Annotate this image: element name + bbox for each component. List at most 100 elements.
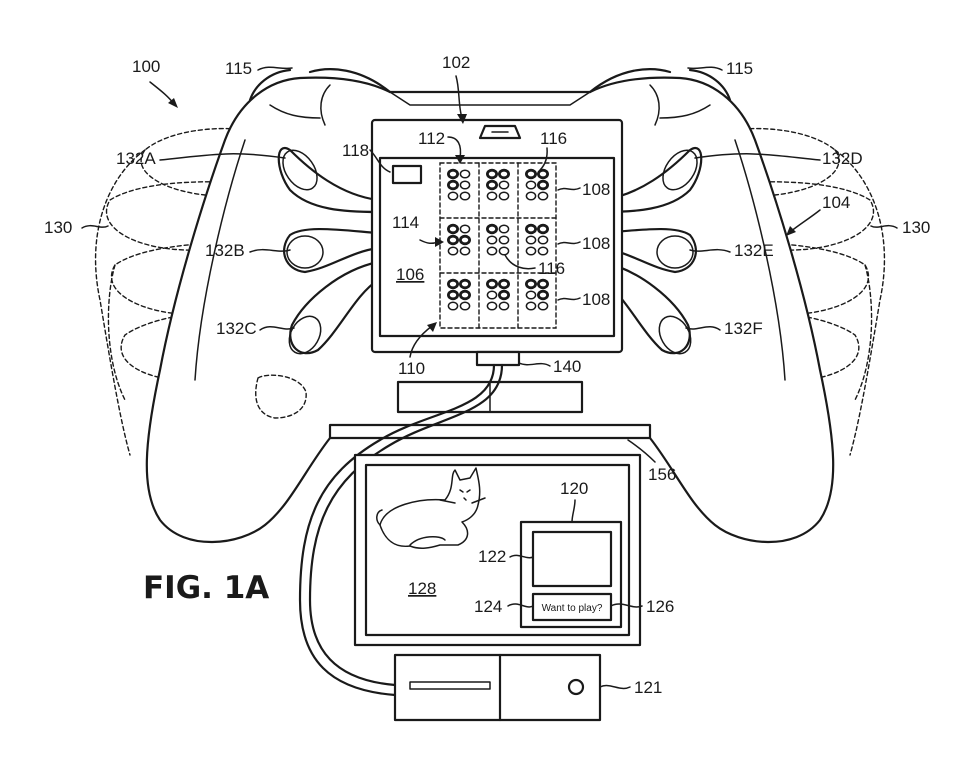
braille-dot — [486, 301, 498, 311]
popup-120 — [519, 520, 623, 629]
braille-dot — [497, 278, 510, 290]
game-console — [393, 653, 602, 722]
label-132A: 132A — [116, 149, 156, 168]
braille-dot — [498, 235, 510, 245]
label-132E: 132E — [734, 241, 774, 260]
label-100: 100 — [132, 57, 160, 76]
braille-dot — [446, 289, 459, 301]
braille-dot — [459, 224, 471, 234]
label-132C: 132C — [216, 319, 257, 338]
tv-screen — [364, 463, 631, 637]
label-114: 114 — [392, 213, 419, 232]
braille-dot — [459, 169, 471, 179]
label-132D: 132D — [822, 149, 863, 168]
braille-dot — [537, 246, 549, 256]
braille-dot — [525, 223, 538, 235]
braille-dot — [537, 301, 549, 311]
paddle-132A — [277, 146, 380, 214]
leader-lines — [81, 66, 898, 690]
braille-dot — [446, 223, 459, 235]
tv-frame — [353, 453, 642, 647]
braille-dot — [498, 246, 510, 256]
braille-cell — [525, 278, 550, 311]
label-108-bottom: 108 — [582, 290, 610, 309]
braille-dot — [525, 235, 537, 245]
braille-dot — [537, 289, 550, 301]
label-108-middle: 108 — [582, 234, 610, 253]
braille-dot — [486, 290, 498, 300]
braille-device — [370, 118, 624, 367]
braille-dot — [525, 180, 537, 190]
braille-cells — [446, 168, 550, 311]
braille-dot — [459, 180, 471, 190]
braille-region — [439, 162, 557, 329]
label-102: 102 — [442, 53, 470, 72]
braille-dot — [498, 224, 510, 234]
braille-cell — [485, 168, 510, 201]
braille-dot — [485, 179, 498, 191]
braille-cell — [485, 223, 510, 256]
braille-dot — [446, 278, 459, 290]
label-126: 126 — [646, 597, 674, 616]
braille-dot — [537, 235, 549, 245]
cat-image — [376, 467, 486, 549]
braille-dot — [537, 278, 550, 290]
label-130-right: 130 — [902, 218, 930, 237]
braille-cell — [446, 168, 471, 201]
label-116-middle: 116 — [538, 259, 565, 278]
braille-dot — [459, 191, 471, 201]
labels: 100 115 115 102 132A 132D 130 130 104 13… — [44, 53, 930, 697]
braille-dot — [525, 290, 537, 300]
braille-cell — [446, 278, 471, 311]
paddle-132F — [600, 260, 691, 355]
braille-dot — [497, 168, 510, 180]
braille-dot — [537, 179, 550, 191]
label-115-left: 115 — [225, 59, 252, 78]
braille-dot — [486, 191, 498, 201]
braille-dot — [498, 180, 510, 190]
label-156: 156 — [648, 465, 676, 484]
label-122: 122 — [478, 547, 506, 566]
label-116-top: 116 — [540, 129, 567, 148]
label-115-right: 115 — [726, 59, 753, 78]
braille-dot — [485, 223, 498, 235]
paddle-132E — [600, 228, 697, 274]
text-box-124 — [531, 592, 613, 622]
braille-dot — [446, 168, 459, 180]
braille-dot — [537, 223, 550, 235]
label-121: 121 — [634, 678, 662, 697]
label-104: 104 — [822, 193, 850, 212]
connector-140 — [475, 350, 521, 367]
label-110: 110 — [398, 359, 425, 378]
braille-dot — [447, 246, 459, 256]
paddles — [277, 146, 703, 355]
braille-dot — [497, 289, 510, 301]
label-108-top: 108 — [582, 180, 610, 199]
braille-cell — [446, 223, 471, 256]
braille-dot — [525, 246, 537, 256]
console-body — [393, 653, 602, 722]
braille-dot — [446, 234, 459, 246]
label-106: 106 — [396, 265, 424, 284]
device-screen — [378, 156, 616, 338]
paddle-132C — [289, 260, 380, 355]
braille-dot — [459, 301, 471, 311]
braille-dot — [458, 289, 471, 301]
label-140: 140 — [553, 357, 581, 376]
braille-dot — [537, 191, 549, 201]
braille-dot — [486, 246, 498, 256]
braille-dot — [525, 168, 538, 180]
cable — [298, 363, 496, 697]
braille-cell — [485, 278, 510, 311]
paddle-132D — [600, 146, 703, 214]
label-128: 128 — [408, 579, 436, 598]
braille-dot — [498, 301, 510, 311]
braille-dot — [486, 235, 498, 245]
label-120: 120 — [560, 479, 588, 498]
braille-dot — [446, 179, 459, 191]
braille-dot — [447, 191, 459, 201]
braille-dot — [447, 301, 459, 311]
image-122 — [531, 530, 613, 588]
